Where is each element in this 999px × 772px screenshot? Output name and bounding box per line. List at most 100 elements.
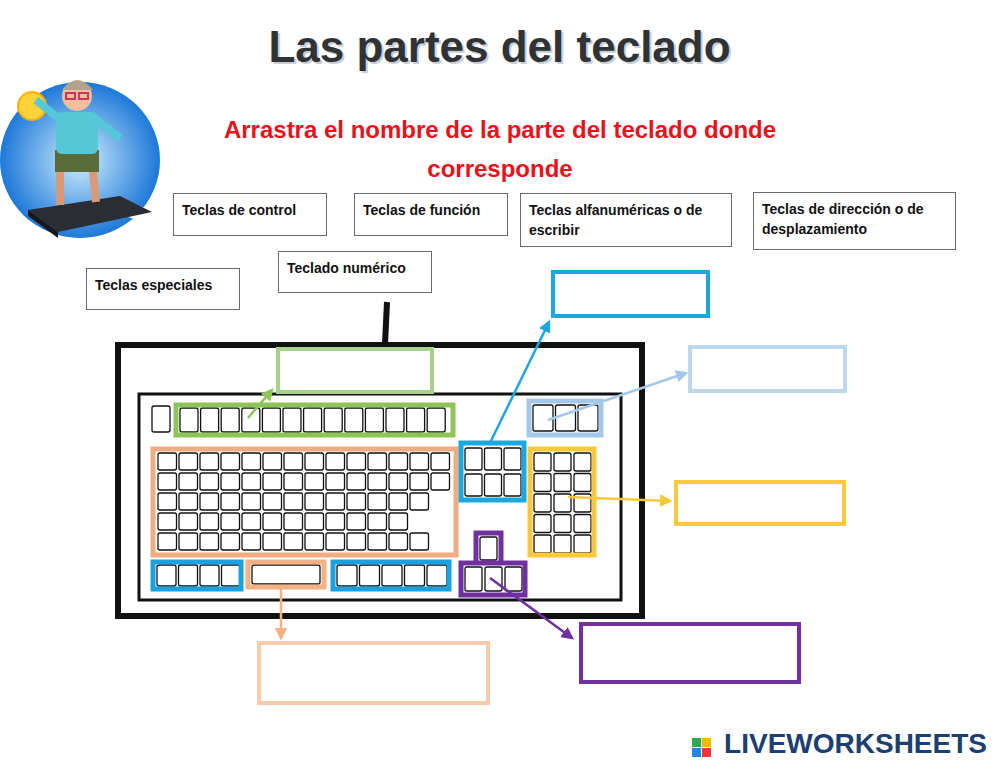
key xyxy=(347,513,366,530)
key xyxy=(158,513,177,530)
key xyxy=(200,493,219,510)
key xyxy=(556,405,576,431)
key xyxy=(221,408,239,432)
key xyxy=(200,473,219,490)
key xyxy=(263,473,282,490)
key xyxy=(326,453,345,470)
logo-icon xyxy=(692,738,711,757)
key xyxy=(405,565,425,586)
special-zone xyxy=(461,443,524,500)
key xyxy=(389,513,408,530)
key xyxy=(305,453,324,470)
key xyxy=(221,513,240,530)
key-area xyxy=(139,394,621,600)
key xyxy=(480,537,497,560)
key xyxy=(347,493,366,510)
key xyxy=(534,453,551,471)
key xyxy=(157,565,176,586)
answer-boxes xyxy=(259,272,845,703)
key xyxy=(554,474,571,492)
key xyxy=(554,453,571,471)
key xyxy=(347,473,366,490)
key xyxy=(485,448,502,470)
key xyxy=(221,493,240,510)
key xyxy=(485,567,502,591)
function-zone xyxy=(176,405,453,435)
key xyxy=(283,408,301,432)
answer-box xyxy=(581,624,799,682)
key xyxy=(427,565,447,586)
key xyxy=(222,565,241,586)
key xyxy=(262,408,280,432)
control-zone xyxy=(333,562,449,589)
avatar-picture xyxy=(0,80,160,238)
key xyxy=(407,408,425,432)
numpad-zone xyxy=(530,449,594,555)
arrow-zone xyxy=(461,533,525,595)
key xyxy=(284,513,303,530)
answer-box xyxy=(676,482,844,524)
key xyxy=(158,533,177,550)
answer-box xyxy=(278,349,432,392)
answer-box xyxy=(553,272,708,316)
key xyxy=(221,533,240,550)
key xyxy=(180,408,198,432)
key xyxy=(242,513,261,530)
key xyxy=(389,453,408,470)
key xyxy=(179,565,198,586)
word-card: Teclas alfanuméricas o de escribir xyxy=(520,193,732,247)
key xyxy=(368,473,387,490)
control-zone xyxy=(153,562,241,589)
key xyxy=(389,493,408,510)
key xyxy=(201,408,219,432)
key xyxy=(386,408,404,432)
key xyxy=(410,453,429,470)
key xyxy=(347,453,366,470)
key xyxy=(389,473,408,490)
card-text: Teclado numérico xyxy=(287,258,423,278)
watermark: LIVEWORKSHEETS xyxy=(724,728,987,760)
word-card: Teclas de control xyxy=(173,193,327,236)
word-card: Teclas de función xyxy=(354,193,508,236)
card-text: Teclas de control xyxy=(182,200,318,220)
card-text: Teclas de dirección o de desplazamiento xyxy=(762,199,947,239)
key xyxy=(410,493,429,510)
key xyxy=(200,565,219,586)
leader-arrow xyxy=(248,390,272,418)
key xyxy=(465,448,482,470)
leader-arrow xyxy=(280,588,283,638)
leader-arrow xyxy=(568,497,670,501)
key xyxy=(305,513,324,530)
key xyxy=(200,533,219,550)
card-text: Teclas de función xyxy=(363,200,499,220)
cable xyxy=(385,302,387,344)
word-card: Teclas especiales xyxy=(86,268,240,310)
key xyxy=(574,535,591,553)
answer-box xyxy=(690,347,845,391)
key xyxy=(284,493,303,510)
key xyxy=(485,474,502,496)
key xyxy=(431,453,450,470)
key xyxy=(242,493,261,510)
key xyxy=(200,453,219,470)
word-card: Teclas de dirección o de desplazamiento xyxy=(753,192,956,250)
key xyxy=(534,474,551,492)
key xyxy=(382,565,402,586)
leader-arrow xyxy=(548,373,686,420)
key xyxy=(263,493,282,510)
key xyxy=(427,408,445,432)
key xyxy=(158,453,177,470)
key xyxy=(263,513,282,530)
key xyxy=(284,533,303,550)
key xyxy=(574,474,591,492)
key xyxy=(284,473,303,490)
key xyxy=(242,408,260,432)
key xyxy=(326,473,345,490)
key xyxy=(534,515,551,533)
key xyxy=(305,493,324,510)
page-title: Las partes del teclado xyxy=(0,22,999,72)
key xyxy=(554,535,571,553)
key xyxy=(324,408,342,432)
key xyxy=(505,567,522,591)
